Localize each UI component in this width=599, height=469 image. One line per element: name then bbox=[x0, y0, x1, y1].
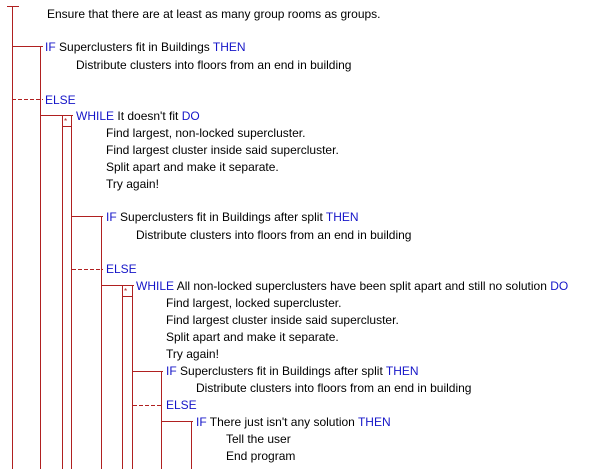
else-3-label: ELSE bbox=[166, 398, 197, 412]
statement-split-1: Split apart and make it separate. bbox=[106, 160, 279, 174]
if-keyword: IF bbox=[45, 40, 56, 54]
do-keyword: DO bbox=[181, 109, 200, 123]
statement-find-cluster-1: Find largest cluster inside said supercl… bbox=[106, 143, 339, 157]
if-keyword: IF bbox=[196, 415, 207, 429]
if-1-header: IF Superclusters fit in Buildings THEN bbox=[45, 40, 246, 54]
statement-split-2: Split apart and make it separate. bbox=[166, 330, 339, 344]
else-1-label: ELSE bbox=[45, 93, 76, 107]
statement-end-program: End program bbox=[226, 449, 296, 463]
then-keyword: THEN bbox=[357, 415, 391, 429]
statement-try-again-1: Try again! bbox=[106, 177, 159, 191]
while-2-header: WHILE All non-locked superclusters have … bbox=[136, 279, 569, 293]
then-keyword: THEN bbox=[385, 364, 419, 378]
statement-try-again-2: Try again! bbox=[166, 347, 219, 361]
else-keyword: ELSE bbox=[45, 93, 76, 107]
while-2-loop-marker: * bbox=[124, 287, 127, 296]
while-1-header: WHILE It doesn't fit DO bbox=[76, 109, 200, 123]
if-4-header: IF There just isn't any solution THEN bbox=[196, 415, 391, 429]
then-keyword: THEN bbox=[325, 210, 359, 224]
if-keyword: IF bbox=[106, 210, 117, 224]
statement-tell-user: Tell the user bbox=[226, 432, 291, 446]
while-keyword: WHILE bbox=[136, 279, 175, 293]
else-2-label: ELSE bbox=[106, 262, 137, 276]
statement-find-nonlocked: Find largest, non-locked supercluster. bbox=[106, 126, 306, 140]
while-1-loop-marker: * bbox=[64, 117, 67, 126]
statement-find-cluster-2: Find largest cluster inside said supercl… bbox=[166, 313, 399, 327]
if-3-header: IF Superclusters fit in Buildings after … bbox=[166, 364, 419, 378]
do-keyword: DO bbox=[550, 279, 569, 293]
statement-distribute-2: Distribute clusters into floors from an … bbox=[136, 228, 412, 242]
statement-distribute-1: Distribute clusters into floors from an … bbox=[76, 58, 352, 72]
statement-ensure-rooms: Ensure that there are at least as many g… bbox=[47, 7, 381, 21]
while-keyword: WHILE bbox=[76, 109, 115, 123]
else-keyword: ELSE bbox=[106, 262, 137, 276]
statement-find-locked: Find largest, locked supercluster. bbox=[166, 296, 342, 310]
then-keyword: THEN bbox=[212, 40, 246, 54]
if-keyword: IF bbox=[166, 364, 177, 378]
if-2-header: IF Superclusters fit in Buildings after … bbox=[106, 210, 359, 224]
else-keyword: ELSE bbox=[166, 398, 197, 412]
statement-distribute-3: Distribute clusters into floors from an … bbox=[196, 381, 472, 395]
